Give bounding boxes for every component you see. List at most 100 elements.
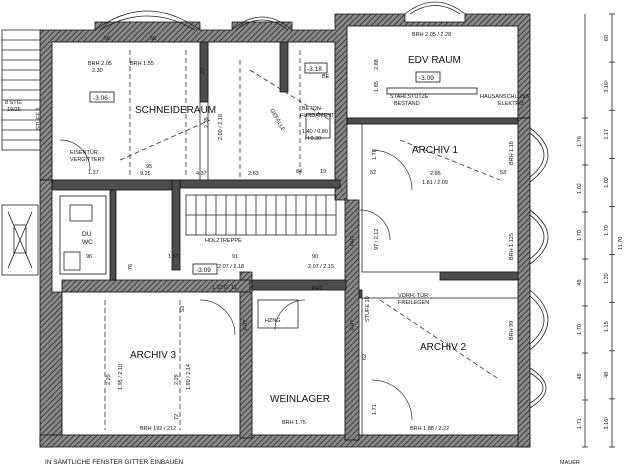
room-labels: SCHNEIDERAUM EDV RAUM ARCHIV 1 ARCHIV 2 … bbox=[82, 55, 467, 405]
label-stufe: STUFE 6 bbox=[36, 107, 42, 130]
label-freilegen: FREILEGEN bbox=[398, 300, 429, 306]
dim-95: 95 bbox=[146, 164, 152, 170]
interior-walls bbox=[51, 41, 519, 441]
room-du: DU bbox=[82, 231, 92, 238]
dim-inner-label: 1.70 bbox=[577, 324, 583, 335]
label-brh-a3: BRH 192 / 212 bbox=[140, 426, 176, 432]
dim-72: 72 bbox=[174, 414, 180, 420]
dim-90: 90 bbox=[312, 254, 318, 260]
label-vorh-tur: VORH. TÜR bbox=[398, 292, 428, 299]
dim-outer-label: 1.02 bbox=[604, 177, 610, 188]
room-archiv3: ARCHIV 3 bbox=[130, 350, 177, 361]
dim-195: 1.95 / 2.10 bbox=[118, 364, 124, 390]
label-fht2: FHT bbox=[312, 286, 323, 292]
dim-176: 1.76 bbox=[372, 149, 378, 160]
dim-56b: 56 bbox=[150, 36, 156, 42]
label-stg11: 1 STG. 11 bbox=[212, 285, 237, 291]
label-holztreppe: HOLZTREPPE bbox=[205, 238, 242, 244]
room-schneideraum: SCHNEIDERAUM bbox=[135, 105, 216, 116]
level-schneideraum: -3.06 bbox=[93, 95, 108, 102]
dim-137: 1.37 bbox=[88, 170, 99, 176]
label-beton: BETON- bbox=[302, 106, 323, 112]
label-fund-dim2: H 0.30 bbox=[305, 136, 321, 142]
dim-200: 2.00 / 2.18 bbox=[218, 114, 224, 140]
label-brh-a2: BRH 1.88 / 2.22 bbox=[410, 426, 449, 432]
dim-263: 2.63 bbox=[248, 171, 259, 177]
label-stg: 8 STG. bbox=[5, 100, 23, 106]
dim-outer-label: 1.20 bbox=[604, 273, 610, 284]
dim-171: 1.71 bbox=[372, 404, 378, 415]
dim-outer-label: 60 bbox=[604, 35, 610, 41]
dim-52: 52 bbox=[370, 170, 376, 176]
dim-inner-label: 1.02 bbox=[577, 183, 583, 194]
label-brh-a1: BRH 1.18 bbox=[509, 141, 515, 165]
dimensions: 1.85 2.88 9.25 4.37 2.63 2.39 2.00 / 2.1… bbox=[86, 36, 506, 420]
dim-285: 2.85 bbox=[430, 171, 441, 177]
dim-288: 2.88 bbox=[374, 59, 380, 70]
dim-157: 1.57 bbox=[168, 254, 179, 260]
dim-53b: 53 bbox=[180, 306, 186, 312]
dim-19: 19 bbox=[320, 169, 326, 175]
room-wc: WC bbox=[82, 239, 93, 246]
label-bestand: BESTAND bbox=[394, 101, 420, 107]
dim-229b: 2.29 bbox=[174, 374, 180, 385]
centre-stair bbox=[185, 194, 337, 236]
dim-229: 2.29 bbox=[106, 374, 112, 385]
label-verglast: VERGITTERT bbox=[70, 157, 105, 163]
dim-outer-label: 1.17 bbox=[604, 129, 610, 140]
label-stg11b: STUFE 10 bbox=[365, 296, 371, 322]
dim-185: 1.85 bbox=[374, 81, 380, 92]
label-brh-a1b: BRH 1.125 bbox=[509, 233, 515, 260]
label-brh-w: BRH 1.75 bbox=[282, 420, 306, 426]
left-stair bbox=[1, 29, 43, 276]
outer-walls bbox=[39, 13, 531, 448]
dim-190: 1.90 / 2.14 bbox=[186, 364, 192, 390]
dim-inner-label: 1.70 bbox=[577, 230, 583, 241]
level-stair: -3.09 bbox=[196, 267, 211, 274]
label-be: BE bbox=[322, 74, 330, 80]
label-hausanschluss: HAUSANSCHLUSS bbox=[480, 94, 529, 100]
dim-212: 97 / 2.12 bbox=[374, 229, 380, 250]
label-elektro: ELEKTRO bbox=[498, 101, 524, 107]
label-fund-dim1: 1.40 / 0.80 bbox=[302, 129, 328, 135]
dim-76: 76 bbox=[128, 264, 134, 270]
dim-239: 2.39 bbox=[204, 117, 210, 128]
label-brh-top-left-2: 2.30 bbox=[92, 68, 103, 74]
room-lines bbox=[51, 25, 519, 436]
dim-207: 2.07 / 2.18 bbox=[218, 264, 244, 270]
level-markers: -3.06 -3.09 -3.09 -3.18 bbox=[89, 62, 441, 275]
dim-207b: 2.07 / 2.15 bbox=[308, 264, 334, 270]
label-fundament: FUNDAMENT bbox=[300, 113, 335, 119]
room-archiv2: ARCHIV 2 bbox=[420, 342, 467, 353]
label-hzng: HZNG bbox=[265, 318, 281, 324]
dim-outer-label: 1.70 bbox=[604, 225, 610, 236]
dim-inner-label: 1.76 bbox=[577, 136, 583, 147]
label-brh-a2b: BRH 99 bbox=[509, 321, 515, 340]
label-fht4: FHT bbox=[243, 319, 249, 330]
dim-53: 53 bbox=[500, 170, 506, 176]
dim-outer-label: 48 bbox=[604, 372, 610, 378]
room-edv: EDV RAUM bbox=[408, 55, 461, 66]
label-eisentur: EISENTÜR bbox=[70, 149, 98, 156]
label-gefaelle: GEFÄLLE bbox=[268, 108, 287, 133]
annotations: BRH 2.05 2.30 BRH 1.55 BRH 2.05 / 2.28 E… bbox=[5, 32, 580, 466]
label-brh-top-left: BRH 2.05 bbox=[88, 61, 112, 67]
level-edv: -3.09 bbox=[419, 75, 434, 82]
dim-inner-label: 48 bbox=[577, 279, 583, 285]
dim-84: 84 bbox=[296, 169, 302, 175]
label-brh-top-left-3: BRH 1.55 bbox=[130, 61, 154, 67]
dim-outer-label: 3.16⁵ bbox=[603, 80, 610, 93]
level-top-mid: -3.18 bbox=[307, 66, 322, 73]
dim-96: 96 bbox=[86, 254, 92, 260]
label-fht1: FHT bbox=[350, 235, 356, 246]
dim-91: 91 bbox=[232, 254, 238, 260]
bay-windows bbox=[94, 1, 549, 409]
dim-62: 62 bbox=[362, 354, 368, 360]
dim-total: 11.70 bbox=[618, 237, 624, 250]
dim-inner-label: 48 bbox=[577, 373, 583, 379]
dim-inner-label: 1.71 bbox=[577, 418, 583, 429]
label-mauer: MAUER bbox=[560, 460, 580, 466]
dim-outer-label: 1.15 bbox=[604, 321, 610, 332]
